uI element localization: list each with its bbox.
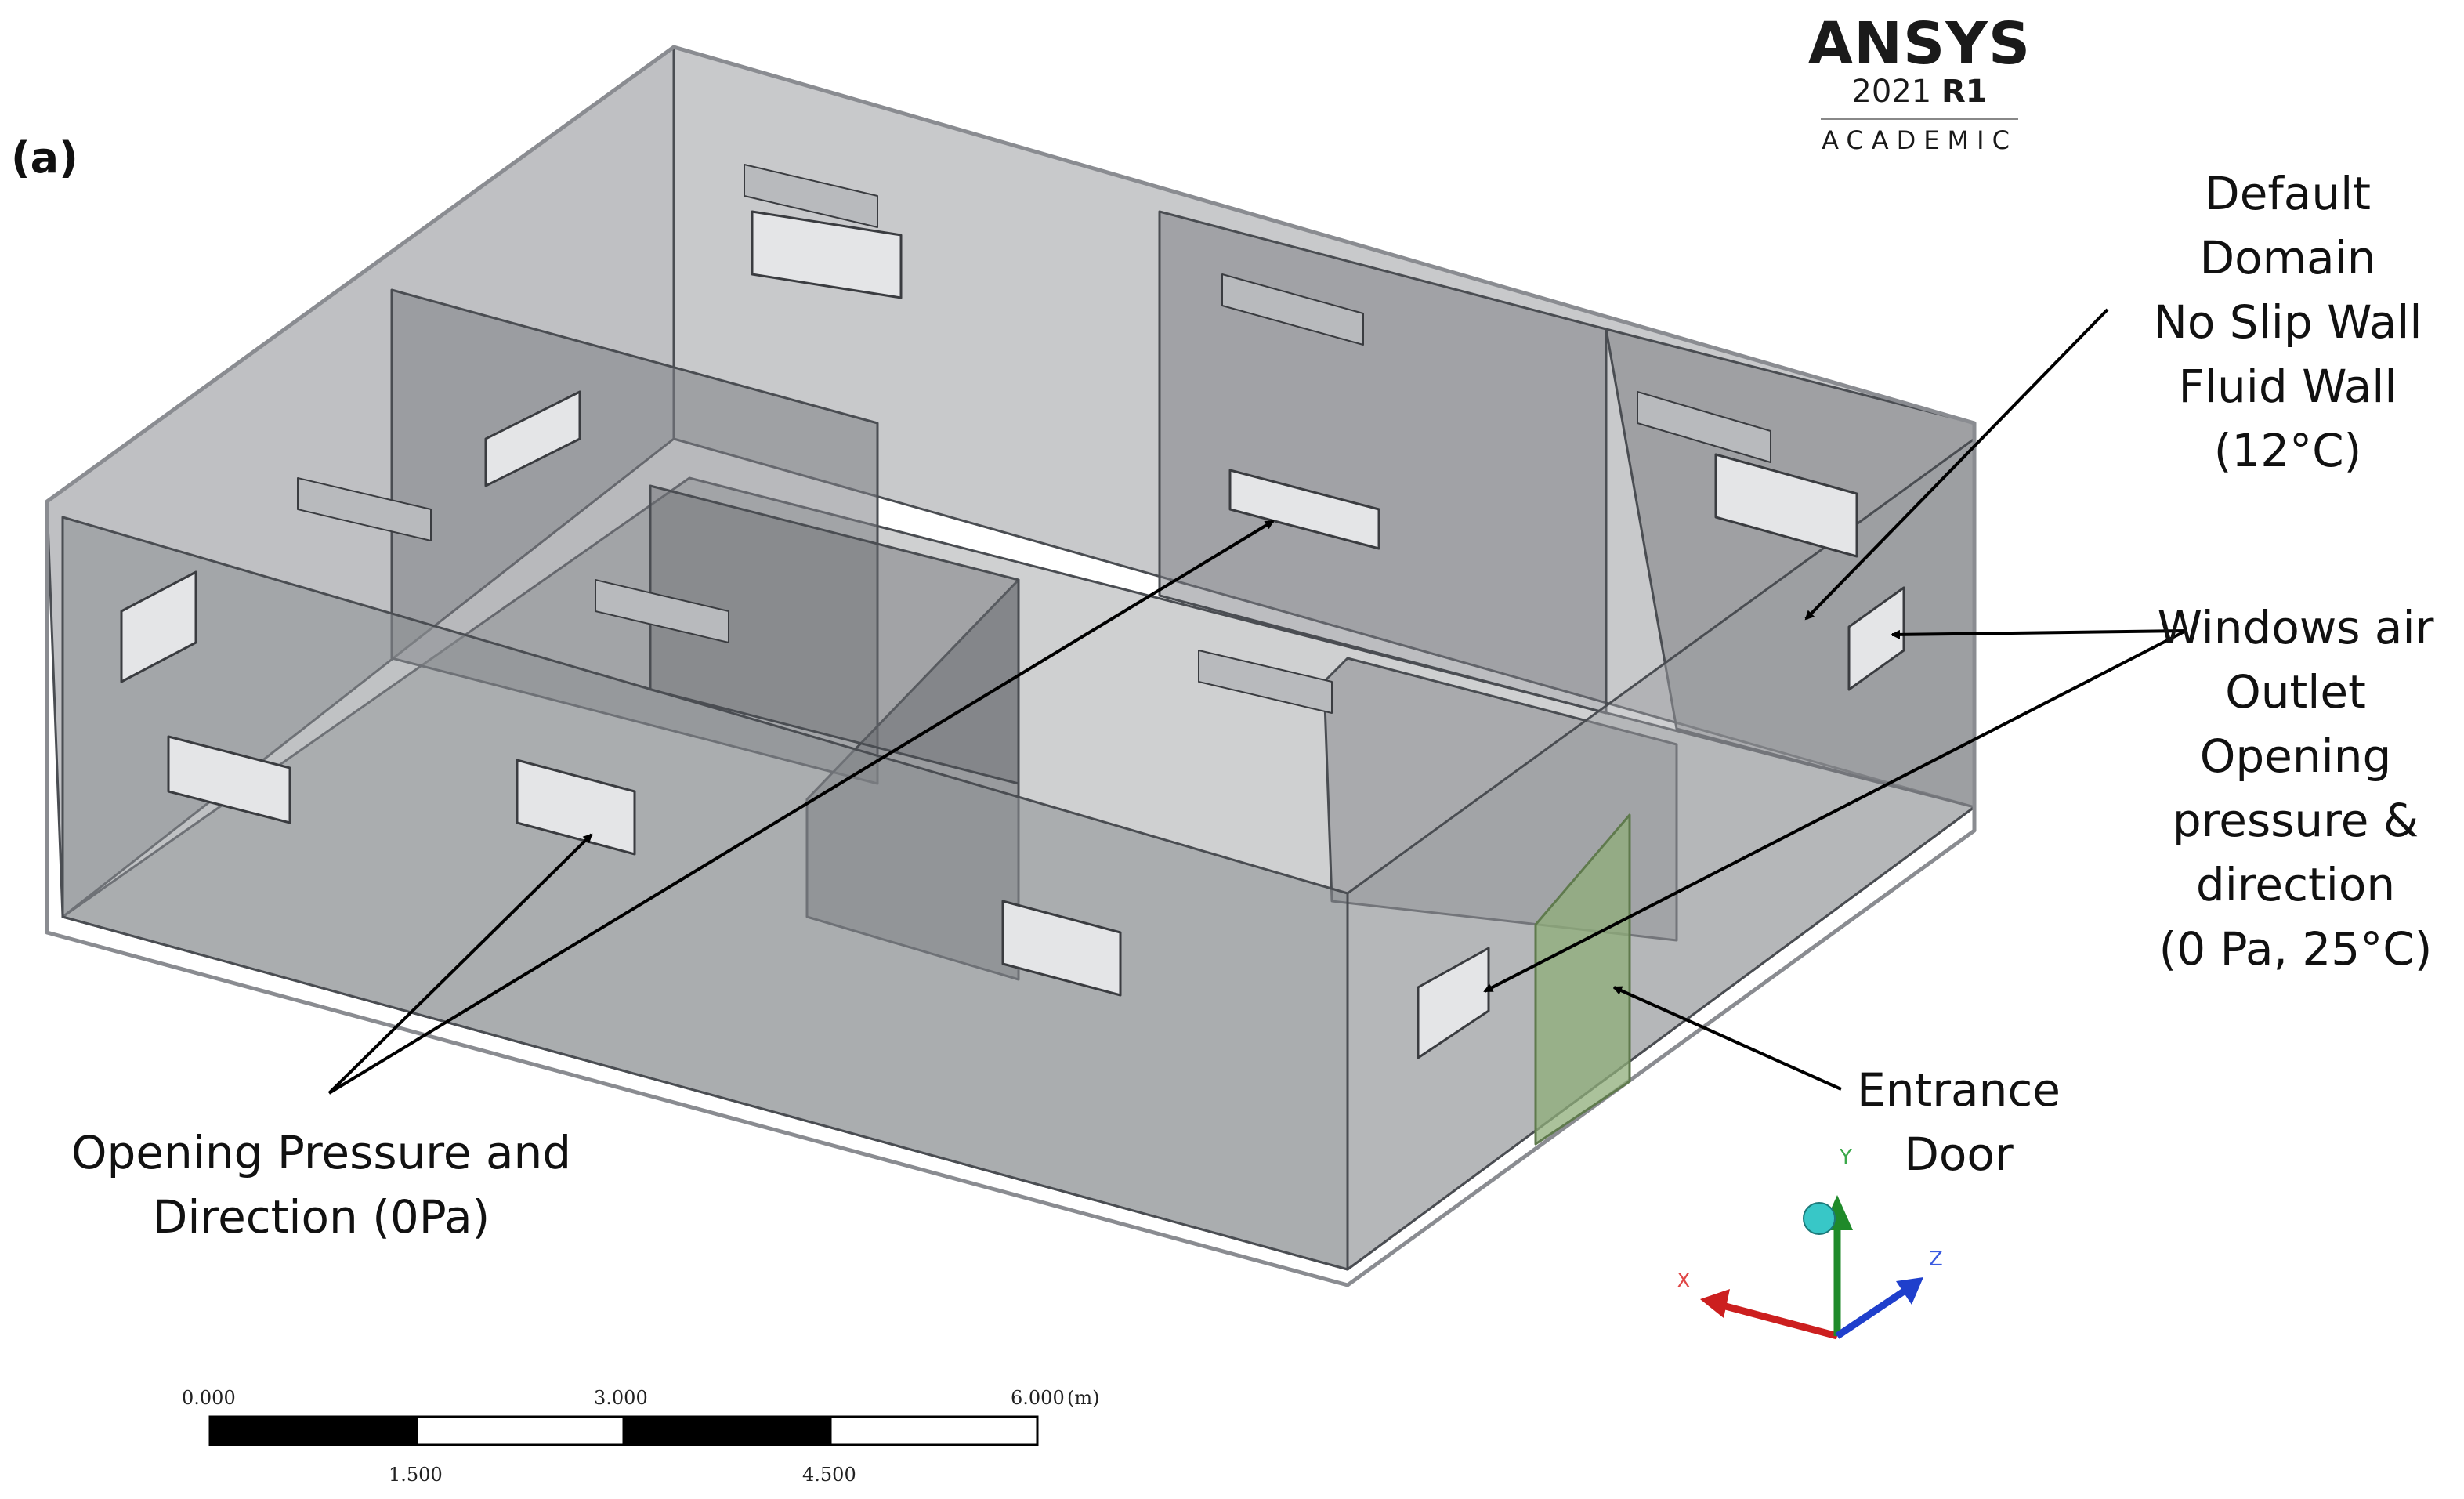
scale-tick-0: 0.000 <box>182 1387 236 1409</box>
house-model <box>45 45 1977 1287</box>
leader-arrows <box>327 308 2187 1095</box>
scale-seg-3 <box>622 1415 832 1446</box>
axis-origin-sphere <box>1803 1202 1836 1235</box>
brand-version: 2021 R1 <box>1851 74 1988 110</box>
scale-unit: (m) <box>1067 1387 1100 1409</box>
scale-seg-4 <box>829 1415 1039 1446</box>
label-windows: Windows air Outlet Opening pressure & di… <box>2157 601 2434 976</box>
label-opening: Opening Pressure and Direction (0Pa) <box>71 1126 572 1244</box>
windows <box>120 210 1905 1059</box>
axis-z-line <box>1835 1288 1906 1339</box>
vent <box>297 477 432 541</box>
panel-label: (a) <box>11 133 78 183</box>
label-door: Entrance Door <box>1857 1063 2061 1181</box>
vent <box>1198 650 1333 714</box>
scale-bar <box>208 1415 1039 1446</box>
axis-x-arrow <box>1700 1289 1730 1318</box>
label-domain: Default Domain No Slip Wall Fluid Wall (… <box>2153 167 2422 477</box>
window <box>484 390 581 487</box>
window <box>751 210 903 299</box>
arrow-opening-1 <box>327 833 593 1095</box>
window <box>167 735 291 824</box>
axis-z-label: Z <box>1929 1247 1943 1271</box>
window <box>1228 469 1380 550</box>
scale-tick-1-5: 1.500 <box>389 1464 443 1486</box>
window <box>516 759 636 856</box>
scale-tick-6: 6.000 <box>1011 1387 1065 1409</box>
arrow-opening-2 <box>327 520 1275 1095</box>
vent <box>595 579 729 643</box>
scale-tick-3: 3.000 <box>594 1387 648 1409</box>
axis-x-line <box>1718 1301 1839 1340</box>
axis-y-label: Y <box>1840 1146 1852 1169</box>
arrow-door <box>1612 986 1842 1091</box>
brand-edition: ACADEMIC <box>1822 125 2017 155</box>
brand-divider <box>1821 118 2018 120</box>
brand-name: ANSYS <box>1807 10 2032 78</box>
window <box>1001 900 1122 997</box>
vent <box>1221 273 1364 346</box>
window <box>120 570 197 683</box>
ceiling-vents <box>297 164 1771 714</box>
arrow-domain <box>1804 308 2109 621</box>
window <box>1714 453 1858 558</box>
entrance-door <box>1534 813 1631 1146</box>
scale-tick-4-5: 4.500 <box>802 1464 856 1486</box>
window <box>1847 586 1905 691</box>
arrow-window-1 <box>1891 629 2187 639</box>
scale-seg-2 <box>415 1415 625 1446</box>
axis-z-arrow <box>1896 1277 1923 1305</box>
ansys-logo: ANSYS 2021 R1 ACADEMIC <box>1802 13 2037 154</box>
axis-triad <box>1700 1195 1923 1340</box>
window <box>1417 947 1490 1059</box>
arrow-window-2 <box>1483 629 2187 993</box>
scale-seg-1 <box>208 1415 418 1446</box>
vent <box>744 164 878 228</box>
vent <box>1637 391 1771 463</box>
outer-shell <box>45 45 1977 1287</box>
axis-x-label: X <box>1677 1269 1691 1293</box>
